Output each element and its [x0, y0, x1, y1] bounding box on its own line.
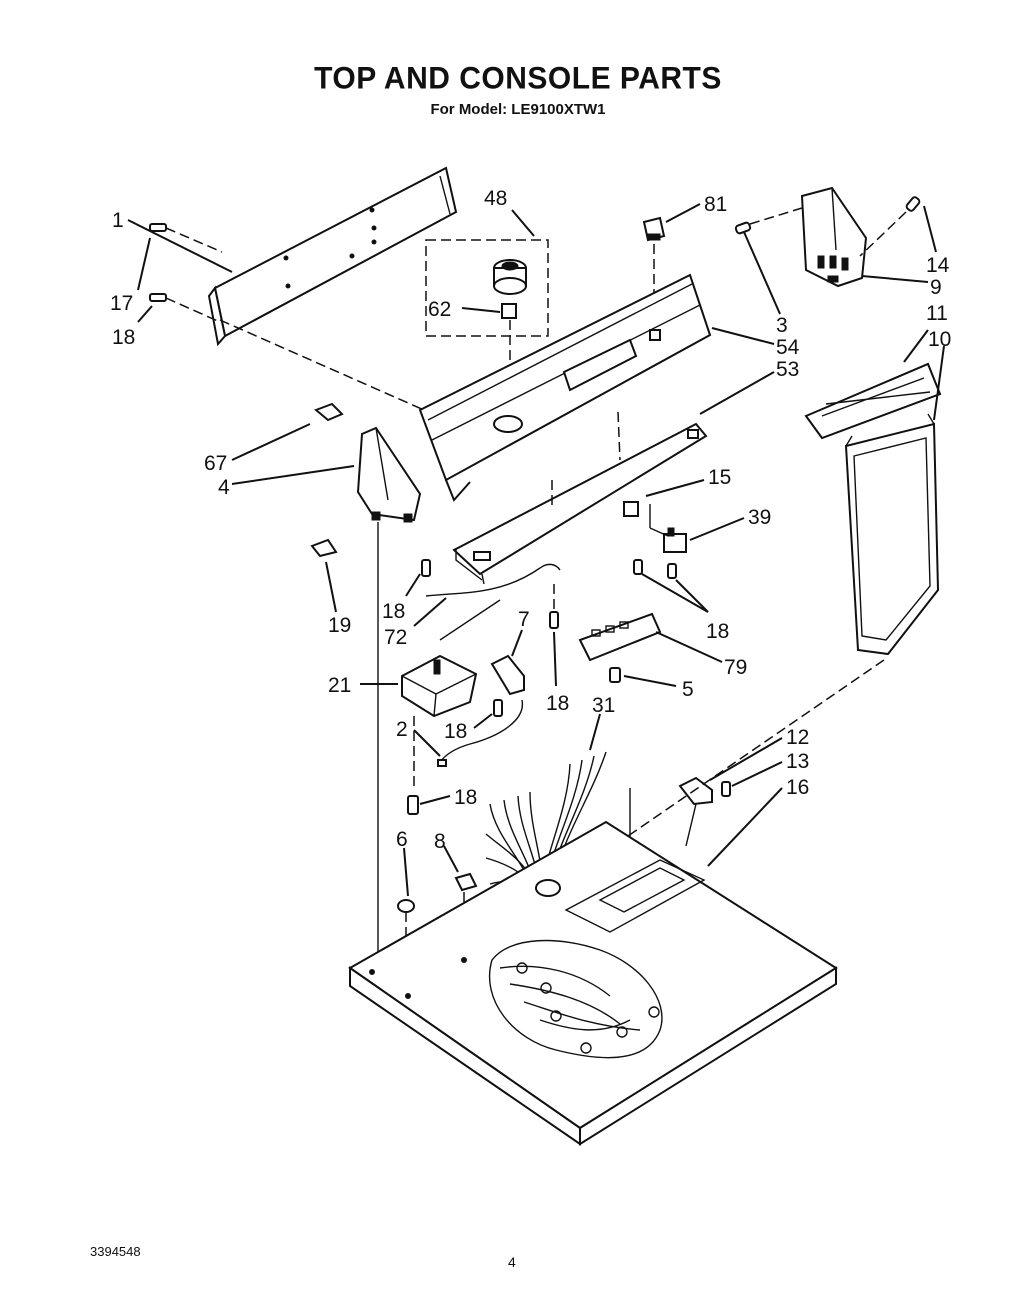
part-1-rear-panel — [207, 166, 458, 347]
part-54-console-panel — [418, 273, 712, 502]
callout-leader-1 — [127, 219, 233, 273]
callout-67: 67 — [204, 452, 227, 475]
page-number: 4 — [508, 1254, 516, 1270]
callout-48: 48 — [484, 187, 507, 210]
callout-9: 9 — [930, 276, 942, 299]
callout-7: 7 — [518, 608, 530, 631]
callout-5: 5 — [682, 678, 694, 701]
part-9-end-cap — [800, 186, 868, 288]
callout-2: 2 — [396, 718, 408, 741]
callout-18: 18 — [112, 326, 135, 349]
part-53-console-bracket — [452, 422, 708, 585]
callout-39: 39 — [748, 506, 771, 529]
callout-31: 31 — [592, 694, 615, 717]
dryer-top-panel — [348, 820, 838, 1146]
callout-18: 18 — [454, 786, 477, 809]
callout-18: 18 — [382, 600, 405, 623]
callout-16: 16 — [786, 776, 809, 799]
part-10-lint-screen — [844, 413, 940, 656]
wire-2 — [439, 699, 524, 763]
part-11-lint-cover — [804, 362, 942, 440]
screw-18-icon — [149, 293, 221, 323]
model-subtitle: For Model: LE9100XTW1 — [430, 101, 606, 118]
document-number: 3394548 — [90, 1244, 141, 1259]
callout-17: 17 — [110, 292, 133, 315]
callout-54: 54 — [776, 336, 800, 359]
callout-62: 62 — [428, 298, 451, 321]
screw-3-icon — [734, 207, 803, 235]
callout-13: 13 — [786, 750, 809, 773]
knob-assembly-box — [425, 239, 549, 337]
part-81-switch-icon — [642, 216, 666, 242]
callout-labels: 1 17 18 48 62 81 3 54 53 14 9 11 10 67 4… — [110, 187, 951, 853]
part-15-connector-icon — [623, 501, 639, 517]
callout-15: 15 — [708, 466, 731, 489]
part-8-clip-icon — [454, 872, 478, 892]
part-62-clip-icon — [501, 303, 517, 319]
callout-8: 8 — [434, 830, 446, 853]
callout-18: 18 — [546, 692, 569, 715]
callout-18: 18 — [444, 720, 467, 743]
callout-81: 81 — [704, 193, 727, 216]
part-19-clip-icon — [310, 538, 338, 558]
callout-18: 18 — [706, 620, 729, 643]
wire-72 — [425, 563, 561, 597]
callout-21: 21 — [328, 674, 351, 697]
callout-19: 19 — [328, 614, 351, 637]
callout-1: 1 — [112, 209, 124, 232]
screw-13-icon — [721, 781, 731, 797]
callout-11: 11 — [926, 302, 948, 325]
callout-79: 79 — [724, 656, 747, 679]
callout-14: 14 — [926, 254, 950, 277]
screw-18-icon — [421, 559, 431, 577]
callout-53: 53 — [776, 358, 799, 381]
top-wiring-loop — [488, 939, 663, 1059]
part-79-control-board — [578, 612, 662, 662]
screw-18-icon — [549, 611, 559, 629]
part-67-clip-icon — [314, 402, 344, 422]
callout-10: 10 — [928, 328, 951, 351]
page-title: TOP AND CONSOLE PARTS — [314, 61, 722, 96]
screw-5-icon — [609, 667, 621, 683]
screw-14-icon — [859, 196, 921, 257]
part-21-motor-block — [401, 654, 478, 718]
dash-panel-to-console — [219, 319, 425, 411]
part-6-foot-icon — [397, 899, 415, 913]
callout-4: 4 — [218, 476, 230, 499]
screw-18-icon — [633, 559, 677, 579]
screw-17-icon — [149, 223, 223, 253]
screw-18-icon — [407, 795, 419, 815]
callout-3: 3 — [776, 314, 788, 337]
callout-72: 72 — [384, 626, 407, 649]
screw-18-icon — [493, 699, 503, 717]
part-48-knob-icon — [493, 259, 527, 295]
callout-6: 6 — [396, 828, 408, 851]
part-7-bracket-icon — [490, 654, 525, 696]
part-4-end-cap — [356, 426, 422, 523]
callout-12: 12 — [786, 726, 809, 749]
part-39-switch-icon — [663, 527, 687, 553]
